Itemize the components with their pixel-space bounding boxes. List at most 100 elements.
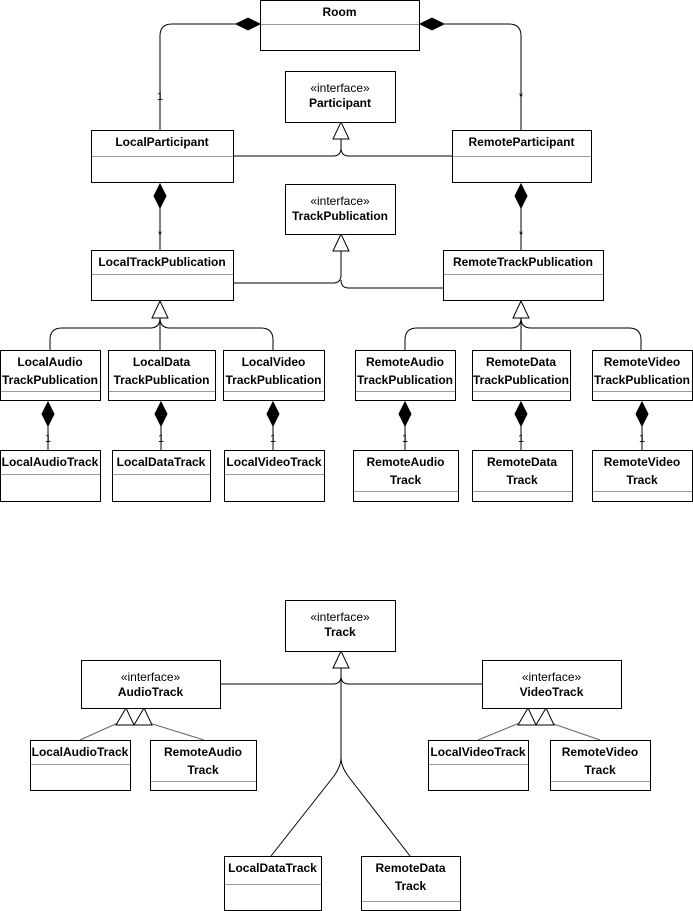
room-remote-participant-edge bbox=[444, 23, 522, 130]
remote-video-track-realization bbox=[547, 721, 601, 741]
class-name-remote-video-track-2-line-1: RemoteVideo bbox=[562, 745, 638, 759]
video-track-realization bbox=[340, 675, 482, 685]
class-local-audio-track: LocalAudioTrack bbox=[0, 450, 101, 502]
class-name-remote-data-track-publication-line-2: TrackPublication bbox=[473, 373, 569, 387]
room-local-diamond bbox=[234, 17, 262, 31]
local-video-track-diamond bbox=[266, 400, 280, 428]
class-box-remote-video-track bbox=[592, 450, 693, 502]
room-remote-diamond bbox=[418, 17, 446, 31]
class-local-audio-track-2: LocalAudioTrack bbox=[30, 740, 131, 791]
local-data-track-realization bbox=[270, 668, 342, 857]
remote-participant-diamond bbox=[514, 182, 528, 210]
class-local-participant: LocalParticipant bbox=[91, 130, 234, 183]
class-box-remote-video-track-2 bbox=[550, 740, 651, 791]
class-local-video-track: LocalVideoTrack bbox=[224, 450, 325, 502]
interface-stereotype: «interface» bbox=[522, 670, 582, 684]
class-box-participant bbox=[285, 71, 396, 123]
local-audio-track-diamond bbox=[41, 400, 55, 428]
class-remote-track-publication: RemoteTrackPublication bbox=[443, 250, 604, 301]
track-triangle bbox=[332, 649, 350, 669]
class-box-room bbox=[260, 0, 420, 51]
class-name-remote-audio-track-2-line-1: RemoteAudio bbox=[164, 745, 242, 759]
local-audio-track-multiplicity: 1 bbox=[45, 433, 51, 445]
local-publication-realization bbox=[233, 251, 342, 284]
participant-triangle bbox=[332, 120, 350, 140]
class-name-remote-data-track-line-1: RemoteData bbox=[487, 455, 557, 469]
class-name-local-participant: LocalParticipant bbox=[115, 135, 208, 149]
class-box-local-video-track-publication bbox=[223, 350, 325, 401]
class-box-local-video-track bbox=[224, 450, 325, 502]
class-name-remote-data-track-publication-line-1: RemoteData bbox=[486, 355, 556, 369]
class-name-audio-track: AudioTrack bbox=[118, 685, 184, 699]
interface-stereotype: «interface» bbox=[310, 81, 370, 95]
class-name-remote-audio-track-publication-line-2: TrackPublication bbox=[357, 373, 453, 387]
class-name-local-data-track-publication-line-2: TrackPublication bbox=[113, 373, 209, 387]
class-box-audio-track bbox=[81, 660, 221, 709]
class-local-data-track-2: LocalDataTrack bbox=[224, 856, 322, 911]
class-box-local-audio-track-publication bbox=[0, 350, 101, 401]
remote-data-track-multiplicity: 1 bbox=[518, 433, 524, 445]
class-name-remote-data-track-2-line-1: RemoteData bbox=[375, 861, 445, 875]
video-track-triangle-left bbox=[517, 706, 537, 726]
class-box-remote-audio-track bbox=[353, 450, 459, 502]
class-local-data-track: LocalDataTrack bbox=[112, 450, 211, 502]
class-name-local-video-track-publication-line-1: LocalVideo bbox=[242, 355, 306, 369]
class-name-local-track-publication: LocalTrackPublication bbox=[98, 255, 225, 269]
class-name-remote-audio-track-2-line-2: Track bbox=[187, 763, 219, 777]
class-track: «interface»Track bbox=[285, 600, 396, 652]
class-box-remote-data-track-publication bbox=[472, 350, 571, 401]
class-name-remote-data-track-2-line-2: Track bbox=[395, 879, 427, 893]
remote-data-track-diamond bbox=[514, 400, 528, 428]
class-box-local-data-track-2 bbox=[224, 856, 322, 911]
class-name-local-data-track-2: LocalDataTrack bbox=[228, 861, 317, 875]
class-box-local-video-track-2 bbox=[428, 740, 529, 791]
local-participant-realization bbox=[233, 139, 342, 157]
class-name-remote-track-publication: RemoteTrackPublication bbox=[453, 255, 593, 269]
interface-stereotype: «interface» bbox=[310, 610, 370, 624]
class-box-remote-data-track bbox=[472, 450, 573, 502]
remote-participant-realization bbox=[340, 147, 452, 157]
remote-audio-track-multiplicity: 1 bbox=[402, 433, 408, 445]
class-box-local-track-publication bbox=[91, 250, 234, 301]
class-name-local-video-track-publication-line-2: TrackPublication bbox=[225, 373, 321, 387]
class-box-remote-audio-track-publication bbox=[355, 350, 456, 401]
remote-publication-triangle bbox=[512, 299, 530, 319]
class-name-remote-audio-track-publication-line-1: RemoteAudio bbox=[366, 355, 444, 369]
class-name-remote-video-track-line-1: RemoteVideo bbox=[604, 455, 680, 469]
remote-publication-realization bbox=[340, 279, 443, 289]
remote-video-track-diamond bbox=[635, 400, 649, 428]
local-video-track-multiplicity: 1 bbox=[270, 433, 276, 445]
class-name-local-audio-track-publication-line-1: LocalAudio bbox=[17, 355, 82, 369]
remote-audio-track-diamond bbox=[398, 400, 412, 428]
class-name-local-video-track-2: LocalVideoTrack bbox=[430, 745, 525, 759]
remote-video-pub-generalization bbox=[520, 317, 642, 350]
class-participant: «interface»Participant bbox=[285, 71, 396, 123]
class-name-remote-audio-track-line-1: RemoteAudio bbox=[367, 455, 445, 469]
remote-audio-track-realization bbox=[145, 721, 205, 741]
class-name-local-data-track-publication-line-1: LocalData bbox=[133, 355, 191, 369]
track-publication-triangle bbox=[332, 232, 350, 252]
class-box-local-data-track bbox=[112, 450, 211, 502]
class-box-local-audio-track bbox=[0, 450, 101, 502]
class-box-track-publication bbox=[285, 184, 396, 235]
class-name-track: Track bbox=[324, 625, 356, 639]
class-name-track-publication: TrackPublication bbox=[292, 209, 388, 223]
video-track-triangle-right bbox=[535, 706, 555, 726]
room-local-participant-edge bbox=[159, 23, 236, 130]
remote-participant-publication-multiplicity: * bbox=[519, 229, 524, 241]
class-room: Room bbox=[260, 0, 420, 51]
class-audio-track: «interface»AudioTrack bbox=[81, 660, 221, 709]
audio-track-triangle-right bbox=[133, 706, 153, 726]
class-name-local-audio-track-2: LocalAudioTrack bbox=[32, 745, 129, 759]
remote-data-track-realization bbox=[340, 757, 411, 857]
